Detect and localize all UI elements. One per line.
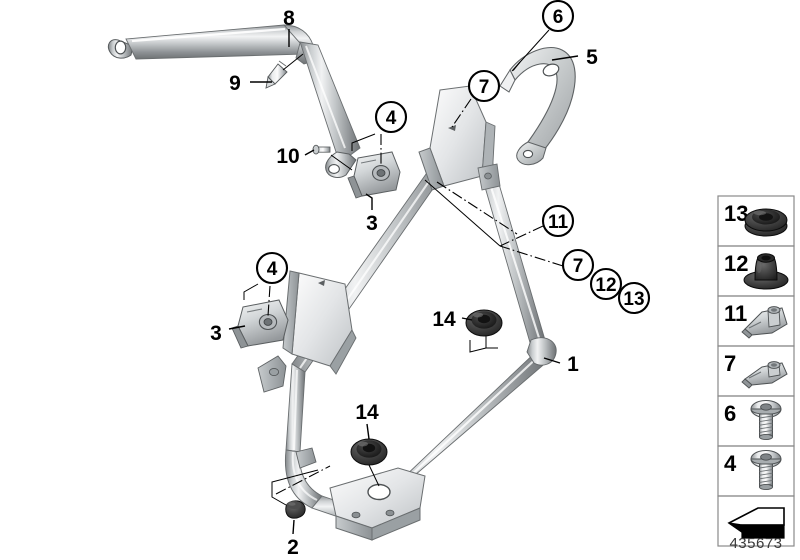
part-7-mount-lug-lower <box>295 447 317 469</box>
legend-cell <box>717 495 795 547</box>
callout-number: 5 <box>586 46 598 69</box>
callout-number: 14 <box>355 401 379 424</box>
callout-5: 5 <box>586 46 598 69</box>
callout-12: 12 <box>589 267 623 301</box>
part-3-clip-nut-lower <box>231 299 289 349</box>
callout-number: 3 <box>366 212 378 235</box>
drawing-part-number: 435673 <box>729 535 782 552</box>
part-14-grommet-upper <box>465 309 503 337</box>
callout-number: 8 <box>283 7 295 30</box>
part-5-hook-bracket <box>499 47 576 166</box>
legend-number: 13 <box>724 201 748 226</box>
callout-number: 9 <box>229 72 241 95</box>
legend-number: 11 <box>724 301 747 326</box>
callout-circle <box>541 204 575 238</box>
callout-9: 9 <box>229 72 241 95</box>
callout-number: 14 <box>432 308 456 331</box>
part-3-clip-nut-upper <box>347 151 401 199</box>
legend-row-arrow <box>717 495 795 547</box>
callout-number: 3 <box>210 322 222 345</box>
callout-circle <box>255 251 289 285</box>
callout-4: 4 <box>255 251 289 285</box>
callout-number: 12 <box>595 275 616 296</box>
callout-10: 10 <box>276 145 299 168</box>
callout-11: 11 <box>541 204 575 238</box>
callout-circle <box>617 281 651 315</box>
torx-pan-screw-icon <box>750 450 782 491</box>
part-14-grommet-lower <box>350 438 388 466</box>
callout-number: 4 <box>267 259 278 280</box>
part-11-mount-lug <box>257 355 287 393</box>
callout-3: 3 <box>210 322 222 345</box>
callout-4: 4 <box>374 100 408 134</box>
callout-number: 6 <box>553 7 564 28</box>
callout-number: 7 <box>573 256 584 277</box>
spring-nut-clip-icon <box>741 306 788 339</box>
legend-number: 6 <box>724 401 736 426</box>
callout-6: 6 <box>541 0 575 33</box>
part-2-rubber-plug <box>285 500 306 519</box>
callout-8: 8 <box>283 7 295 30</box>
callout-14: 14 <box>355 401 379 424</box>
callout-14: 14 <box>432 308 456 331</box>
part-10-screw <box>312 144 331 155</box>
callout-13: 13 <box>617 281 651 315</box>
callout-2: 2 <box>287 536 299 559</box>
bottom-foot-plate <box>329 467 426 541</box>
mid-support-plate-left <box>282 270 357 375</box>
callout-3: 3 <box>366 212 378 235</box>
part-1-main-frame <box>284 125 557 528</box>
upper-support-plate <box>418 85 501 191</box>
callout-number: 1 <box>567 353 579 376</box>
callout-number: 10 <box>276 145 299 168</box>
torx-pan-screw-icon <box>750 400 782 441</box>
legend-number: 12 <box>724 251 748 276</box>
rubber-bushing-icon <box>743 253 789 290</box>
callout-number: 13 <box>623 289 644 310</box>
callout-circle <box>561 248 595 282</box>
legend-number: 4 <box>724 451 737 476</box>
callout-number: 7 <box>479 77 490 98</box>
direction-arrow-icon <box>727 507 785 539</box>
callout-number: 11 <box>548 212 569 233</box>
legend-row-12: 12 <box>717 245 795 297</box>
callout-number: 4 <box>386 108 397 129</box>
legend-number: 7 <box>724 351 736 376</box>
legend-row-7: 7 <box>717 345 795 397</box>
part-8-upper-rail <box>107 24 361 178</box>
callout-circle <box>467 69 501 103</box>
callout-circle <box>541 0 575 33</box>
spring-nut-clip-icon <box>741 361 788 389</box>
callout-number: 2 <box>287 536 299 559</box>
callout-7: 7 <box>467 69 501 103</box>
callout-circle <box>374 100 408 134</box>
callout-1: 1 <box>567 353 579 376</box>
legend-row-4: 4 <box>717 445 795 497</box>
rubber-grommet-icon <box>744 208 788 237</box>
callout-circle <box>589 267 623 301</box>
callout-7: 7 <box>561 248 595 282</box>
